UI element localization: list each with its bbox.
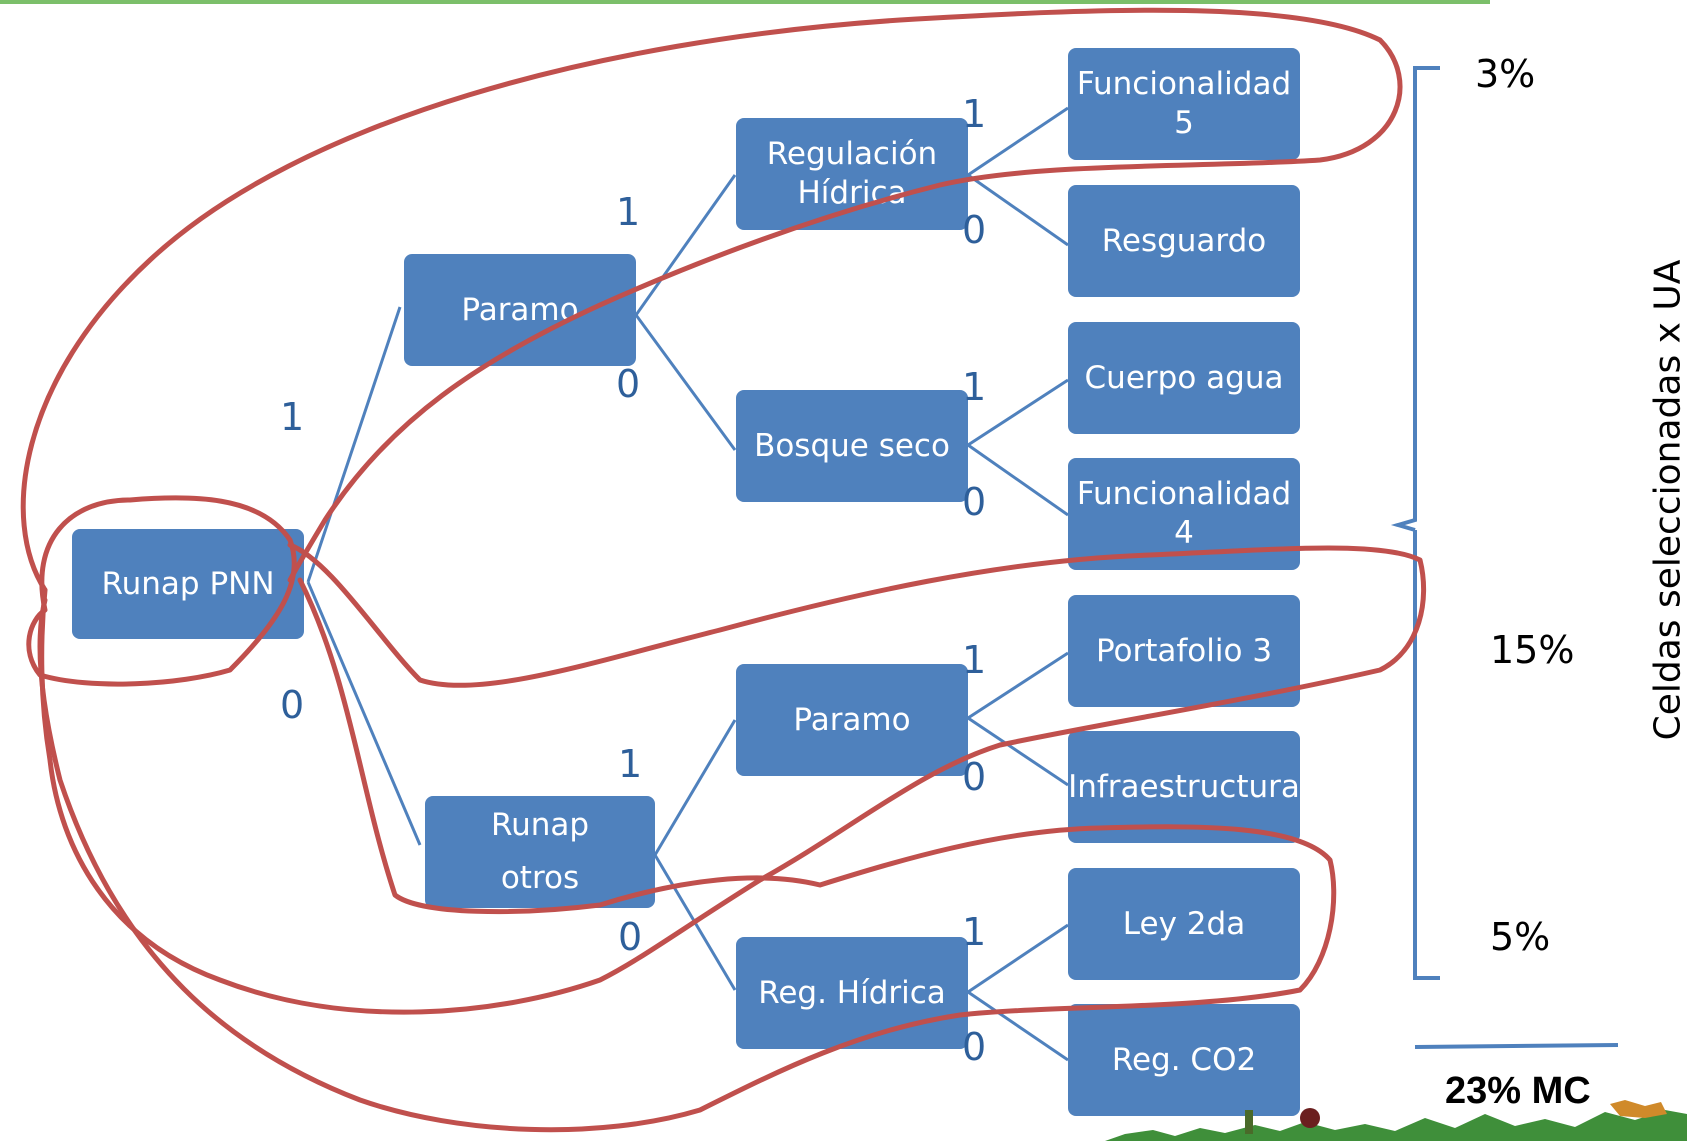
branch-label-paramo-yes: 1	[616, 190, 641, 234]
edge-bosque-cuerpo	[967, 378, 1069, 447]
ink-loop-upper	[20, 7, 1403, 593]
node-paramo-l2: Paramo	[736, 664, 968, 776]
ink-loop-middle	[39, 542, 1427, 1015]
leaf-resguardo: Resguardo	[1068, 185, 1300, 297]
branch-label-paramo2-no: 0	[962, 755, 987, 799]
node-runap-otros: Runap otros	[425, 796, 655, 908]
edge-reghidrica-ley	[967, 923, 1069, 994]
branch-label-root-yes: 1	[280, 395, 305, 439]
edge-paramo2-portafolio	[967, 651, 1069, 720]
leaf-portafolio-3: Portafolio 3	[1068, 595, 1300, 707]
edge-reghidrica-co2	[967, 990, 1069, 1062]
edge-runap-paramo2	[653, 719, 737, 856]
node-bosque-seco: Bosque seco	[736, 390, 968, 502]
leaf-infraestructura: Infraestructura	[1068, 731, 1300, 843]
branch-label-regulacion-yes: 1	[962, 92, 987, 136]
percent-top: 3%	[1475, 52, 1536, 96]
leaf-funcionalidad-5: Funcionalidad 5	[1068, 48, 1300, 160]
leaf-ley-2da: Ley 2da	[1068, 868, 1300, 980]
leaf-cuerpo-agua: Cuerpo agua	[1068, 322, 1300, 434]
edge-regulacion-func5	[967, 106, 1069, 177]
branch-label-root-no: 0	[280, 683, 305, 727]
edge-paramo2-infra	[967, 716, 1069, 787]
percent-middle: 15%	[1490, 628, 1575, 672]
node-reg-hidrica: Reg. Hídrica	[736, 937, 968, 1049]
branch-label-reghidrica-yes: 1	[962, 910, 987, 954]
ink-loop-lower	[37, 577, 1337, 1133]
edge-bosque-func4	[967, 443, 1069, 517]
edge-paramo-regulacion	[634, 174, 737, 316]
branch-label-runap-no: 0	[618, 915, 643, 959]
total-underline	[1414, 1043, 1619, 1049]
bracket-lower	[1413, 530, 1440, 980]
leaf-reg-co2: Reg. CO2	[1068, 1004, 1300, 1116]
branch-label-reghidrica-no: 0	[962, 1025, 987, 1069]
edge-root-runap-otros	[306, 581, 422, 846]
branch-label-bosque-no: 0	[962, 480, 987, 524]
bracket-upper	[1390, 66, 1440, 532]
node-runap-pnn: Runap PNN	[72, 529, 304, 639]
branch-label-regulacion-no: 0	[962, 208, 987, 252]
edge-root-paramo	[306, 306, 402, 583]
top-border-line	[0, 0, 1490, 4]
decorative-footer-art	[1105, 1100, 1687, 1141]
branch-label-paramo2-yes: 1	[962, 638, 987, 682]
percent-bottom: 5%	[1490, 915, 1551, 959]
branch-label-paramo-no: 0	[616, 362, 641, 406]
branch-label-bosque-yes: 1	[962, 365, 987, 409]
edge-paramo-bosque	[634, 314, 737, 451]
total-percent: 23% MC	[1445, 1070, 1591, 1112]
edge-regulacion-resguardo	[967, 173, 1069, 247]
branch-label-runap-yes: 1	[618, 742, 643, 786]
ink-loop-root	[26, 495, 297, 687]
